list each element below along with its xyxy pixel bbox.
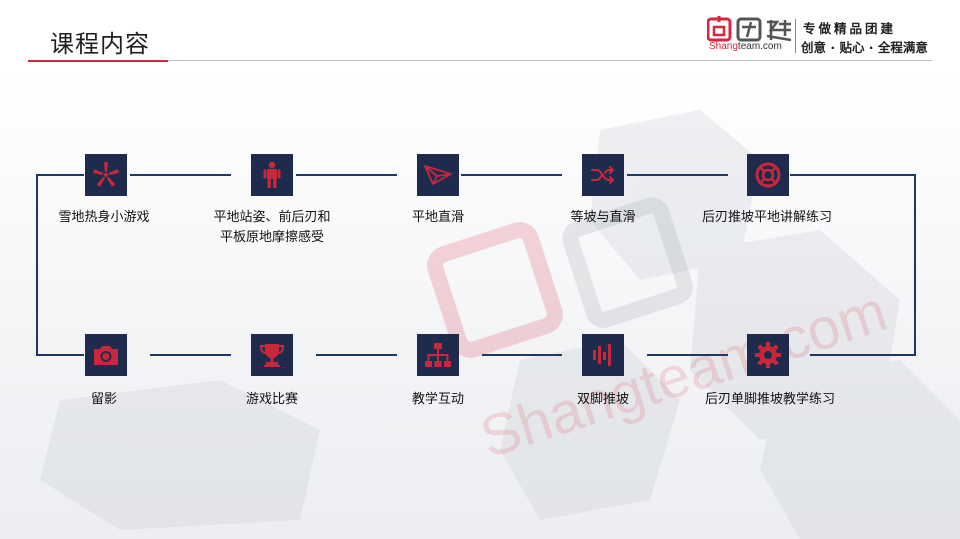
step-label-2-line1: 平地站姿、前后刃和 (213, 210, 331, 225)
step-label-6: 后刃单脚推坡教学练习 (704, 392, 836, 407)
connector-top-1-2 (130, 174, 231, 176)
connector-bottom-1-2 (150, 354, 231, 356)
step-node-9 (251, 334, 293, 376)
paper-plane-icon (424, 165, 452, 185)
step-node-5 (747, 154, 789, 196)
step-node-10 (85, 334, 127, 376)
shuffle-icon (591, 166, 614, 184)
sitemap-icon (425, 343, 451, 367)
connector-top-right-stub (790, 174, 916, 176)
person-icon (263, 161, 281, 188)
camera-icon (94, 346, 118, 365)
connector-bottom-4-5 (647, 354, 728, 356)
step-node-1 (85, 154, 127, 196)
page-title: 课程内容 (50, 30, 150, 58)
connector-left-vertical (36, 174, 38, 356)
equalizer-icon (593, 344, 611, 366)
gear-icon (755, 342, 781, 368)
connector-right-vertical (914, 174, 916, 356)
brand-logo: Shangteam.com 专做精品团建 创意 · 贴心 · 全程满意 (707, 16, 937, 56)
step-label-10: 留影 (90, 392, 118, 407)
connector-top-4-5 (627, 174, 728, 176)
step-label-4: 等坡与直滑 (570, 210, 636, 225)
connector-top-2-3 (296, 174, 397, 176)
connector-top-left-stub (36, 174, 84, 176)
burst-icon (93, 162, 119, 187)
step-label-2: 平地站姿、前后刃和 平板原地摩擦感受 (213, 208, 330, 248)
connector-bottom-right-stub (810, 354, 916, 356)
step-node-7 (582, 334, 624, 376)
step-node-3 (417, 154, 459, 196)
trophy-icon (259, 344, 285, 367)
step-label-5: 后刃推坡平地讲解练习 (701, 210, 833, 225)
step-label-7: 双脚推坡 (576, 392, 630, 407)
logo-mark-icon (707, 16, 792, 42)
step-node-8 (417, 334, 459, 376)
step-label-3: 平地直滑 (411, 210, 465, 225)
connector-bottom-left-stub (36, 354, 84, 356)
logo-slogan-bottom: 创意 · 贴心 · 全程满意 (801, 40, 928, 55)
logo-divider (795, 19, 796, 53)
title-underline-accent (28, 60, 168, 62)
step-label-1: 雪地热身小游戏 (58, 210, 150, 225)
step-node-4 (582, 154, 624, 196)
connector-bottom-2-3 (316, 354, 397, 356)
connector-top-3-4 (461, 174, 562, 176)
step-label-8: 教学互动 (411, 392, 465, 407)
connector-bottom-3-4 (482, 354, 562, 356)
step-node-2 (251, 154, 293, 196)
lifebuoy-icon (755, 162, 781, 188)
step-label-2-line2: 平板原地摩擦感受 (219, 230, 325, 245)
logo-slogan-top: 专做精品团建 (803, 21, 897, 36)
step-node-6 (747, 334, 789, 376)
logo-domain: Shangteam.com (709, 41, 782, 52)
step-label-9: 游戏比赛 (245, 392, 299, 407)
title-underline (168, 60, 932, 61)
